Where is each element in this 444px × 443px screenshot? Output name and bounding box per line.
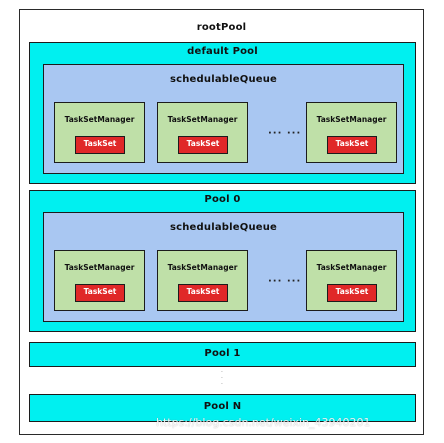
- task-set-manager-label: TaskSetManager: [167, 263, 238, 272]
- task-set-manager-label: TaskSetManager: [167, 115, 238, 124]
- pool-n-label: Pool N: [203, 401, 242, 412]
- task-set-manager-label: TaskSetManager: [316, 263, 387, 272]
- task-set: TaskSet: [75, 284, 125, 302]
- task-set: TaskSet: [75, 136, 125, 154]
- task-set: TaskSet: [327, 136, 377, 154]
- default-queue-label: schedulableQueue: [169, 74, 278, 85]
- pool-0-label: Pool 0: [204, 194, 241, 205]
- task-set-manager-label: TaskSetManager: [316, 115, 387, 124]
- task-set: TaskSet: [178, 136, 228, 154]
- default-task-set-manager-3: TaskSetManager TaskSet: [306, 102, 397, 163]
- vertical-ellipsis: · · ·: [221, 369, 223, 388]
- task-set-manager-label: TaskSetManager: [64, 115, 135, 124]
- pool-0-task-set-manager-1: TaskSetManager TaskSet: [54, 250, 145, 311]
- default-task-set-manager-2: TaskSetManager TaskSet: [157, 102, 248, 163]
- pool-0-task-set-manager-3: TaskSetManager TaskSet: [306, 250, 397, 311]
- pool-0-task-set-manager-2: TaskSetManager TaskSet: [157, 250, 248, 311]
- pool-n: Pool N: [29, 394, 416, 422]
- pool-1-label: Pool 1: [204, 348, 241, 359]
- pool-1: Pool 1: [29, 342, 416, 367]
- watermark: https://blog.csdn.net/weixin_43940201: [156, 416, 371, 429]
- root-pool-label: rootPool: [196, 22, 247, 33]
- default-ellipsis: ··· ···: [268, 128, 302, 139]
- task-set-manager-label: TaskSetManager: [64, 263, 135, 272]
- task-set: TaskSet: [178, 284, 228, 302]
- task-set: TaskSet: [327, 284, 377, 302]
- pool-0-ellipsis: ··· ···: [268, 276, 302, 287]
- default-pool-label: default Pool: [187, 46, 258, 57]
- pool-0-queue-label: schedulableQueue: [169, 222, 278, 233]
- default-task-set-manager-1: TaskSetManager TaskSet: [54, 102, 145, 163]
